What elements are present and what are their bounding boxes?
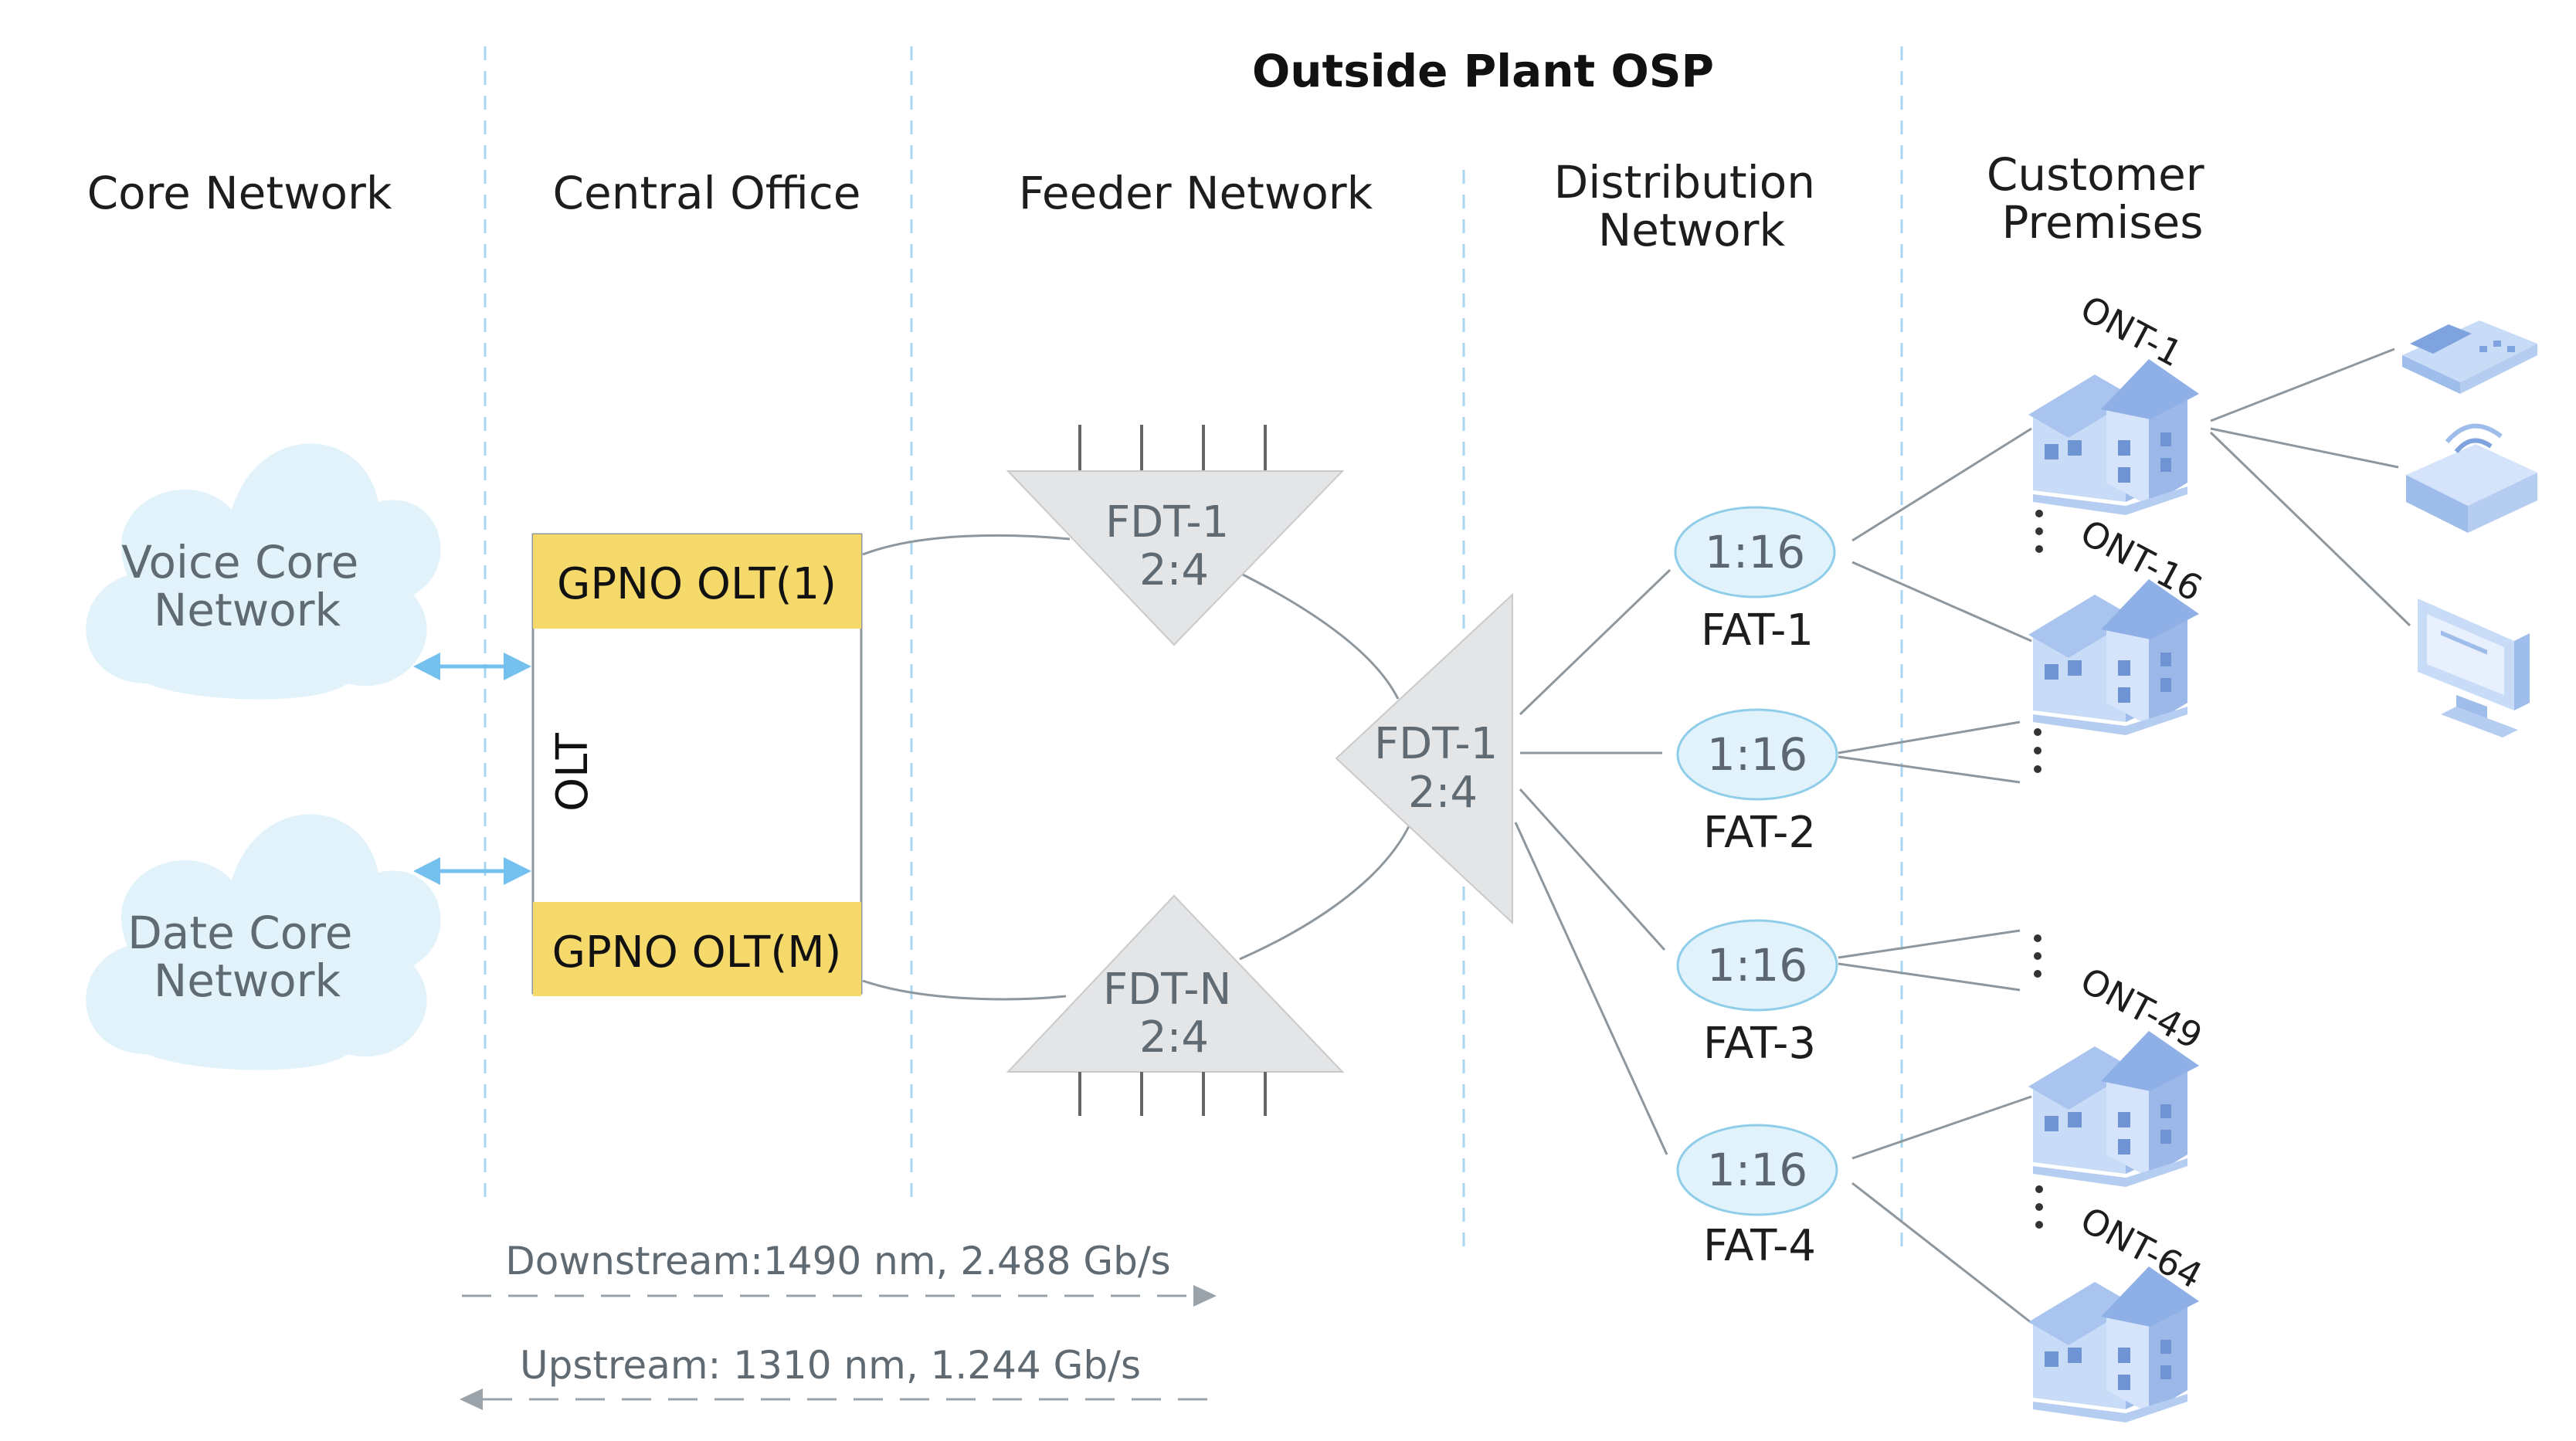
gpno-olt-m-card — [533, 902, 861, 996]
wifi-router-icon — [2406, 423, 2537, 533]
central-office-heading: Central Office — [553, 167, 861, 219]
data-core-network-cloud: Date Core Network — [86, 814, 441, 1070]
downstream-label: Downstream:1490 nm, 2.488 Gb/s — [505, 1239, 1170, 1283]
fat-3: 1:16 FAT-3 — [1676, 919, 1838, 1069]
feeder-fiber-top-to-mid — [1239, 571, 1400, 700]
link-fdt-fat4 — [1514, 822, 1668, 1155]
ellipsis-dots-3 — [2034, 934, 2041, 978]
house-icon-ont-16 — [2028, 579, 2199, 735]
link-fat3-a — [1838, 929, 2021, 959]
link-ont1-router — [2210, 427, 2399, 469]
feeder-fiber-bottom — [862, 979, 1067, 1001]
fdt-bottom-ratio: 2:4 — [1139, 1012, 1209, 1063]
voice-core-network-cloud: Voice Core Network — [86, 443, 441, 700]
olt-side-label: OLT — [548, 732, 598, 812]
upstream-label: Upstream: 1310 nm, 1.244 Gb/s — [520, 1343, 1141, 1388]
feeder-network-heading: Feeder Network — [1019, 167, 1373, 219]
core-network-heading: Core Network — [87, 167, 392, 219]
olt-chassis: GPNO OLT(1) GPNO OLT(M) OLT — [531, 533, 863, 996]
fdt-top-name: FDT-1 — [1105, 497, 1229, 548]
outside-plant-heading: Outside Plant OSP — [1252, 45, 1714, 97]
link-fat1-ont1 — [1851, 427, 2032, 542]
ellipsis-dots-2 — [2034, 728, 2041, 773]
fat-4-label: FAT-4 — [1703, 1221, 1816, 1271]
fat-2: 1:16 FAT-2 — [1676, 708, 1838, 858]
gpno-olt-m-label: GPNO OLT(M) — [552, 927, 842, 978]
svg-text:FDT-N 2:4: FDT-N 2:4 — [1103, 965, 1245, 1063]
house-icon-ont-64 — [2028, 1266, 2199, 1422]
svg-text:Voice Core Network: Voice Core Network — [121, 536, 372, 636]
data-olt-bidirectional-arrow — [413, 857, 531, 885]
link-fdt-fat1 — [1519, 568, 1672, 716]
link-fat3-b — [1838, 962, 2021, 992]
gpno-olt-1-label: GPNO OLT(1) — [557, 559, 837, 609]
gpno-olt-1-card — [533, 534, 861, 629]
voice-cloud-label-line1: Voice Core — [121, 536, 358, 588]
fat-4-ratio: 1:16 — [1707, 1144, 1807, 1196]
link-ont1-phone — [2210, 348, 2395, 422]
fat-4: 1:16 FAT-4 — [1676, 1124, 1838, 1271]
link-fat1-ont16 — [1851, 561, 2032, 643]
svg-text:FDT-1 2:4: FDT-1 2:4 — [1374, 719, 1512, 818]
fat-2-label: FAT-2 — [1703, 808, 1816, 858]
fdt-middle-splitter: FDT-1 2:4 — [1335, 592, 1513, 925]
house-icon-ont-49 — [2028, 1031, 2199, 1187]
fdt-top-splitter: FDT-1 2:4 — [1006, 425, 1345, 646]
fat-2-ratio: 1:16 — [1707, 728, 1807, 781]
link-fat4-ont64 — [1851, 1182, 2032, 1324]
fat-1-ratio: 1:16 — [1705, 526, 1805, 578]
computer-monitor-icon — [2418, 598, 2530, 737]
link-fdt-fat3 — [1519, 788, 1666, 951]
downstream-arrow — [462, 1285, 1217, 1307]
fat-1-label: FAT-1 — [1701, 605, 1814, 656]
feeder-fiber-top — [862, 534, 1071, 556]
fat-3-label: FAT-3 — [1703, 1019, 1816, 1069]
upstream-arrow — [460, 1388, 1217, 1410]
link-fat2-a — [1838, 720, 2021, 754]
distribution-network-heading: Distribution Network — [1554, 156, 1830, 256]
fat-3-ratio: 1:16 — [1707, 939, 1807, 992]
link-fat2-b — [1838, 755, 2021, 784]
customer-premises-heading: Customer Premises — [1987, 148, 2218, 249]
data-cloud-label-line1: Date Core — [127, 907, 352, 959]
fdt-bottom-name: FDT-N — [1103, 965, 1232, 1015]
house-icon-ont-1 — [2028, 359, 2199, 515]
data-cloud-label-line2: Network — [154, 954, 341, 1007]
voice-cloud-label-line2: Network — [154, 584, 341, 636]
feeder-fiber-bottom-to-mid — [1239, 824, 1411, 961]
fdt-middle-ratio: 2:4 — [1408, 768, 1478, 818]
fat-1: 1:16 FAT-1 — [1674, 506, 1836, 656]
ellipsis-dots-4 — [2035, 1185, 2043, 1229]
voice-olt-bidirectional-arrow — [413, 653, 531, 680]
fdt-bottom-splitter: FDT-N 2:4 — [1006, 894, 1345, 1116]
fdt-top-ratio: 2:4 — [1139, 545, 1209, 595]
link-fat4-ont49 — [1851, 1095, 2032, 1160]
link-ont1-computer — [2209, 431, 2411, 627]
svg-text:FDT-1 2:4: FDT-1 2:4 — [1105, 497, 1243, 595]
ont-1-label: ONT-1 — [2074, 287, 2189, 375]
ellipsis-dots-1 — [2035, 510, 2043, 553]
svg-text:Date Core Network: Date Core Network — [127, 907, 367, 1007]
fdt-middle-name: FDT-1 — [1374, 719, 1498, 769]
phone-icon — [2402, 320, 2537, 394]
